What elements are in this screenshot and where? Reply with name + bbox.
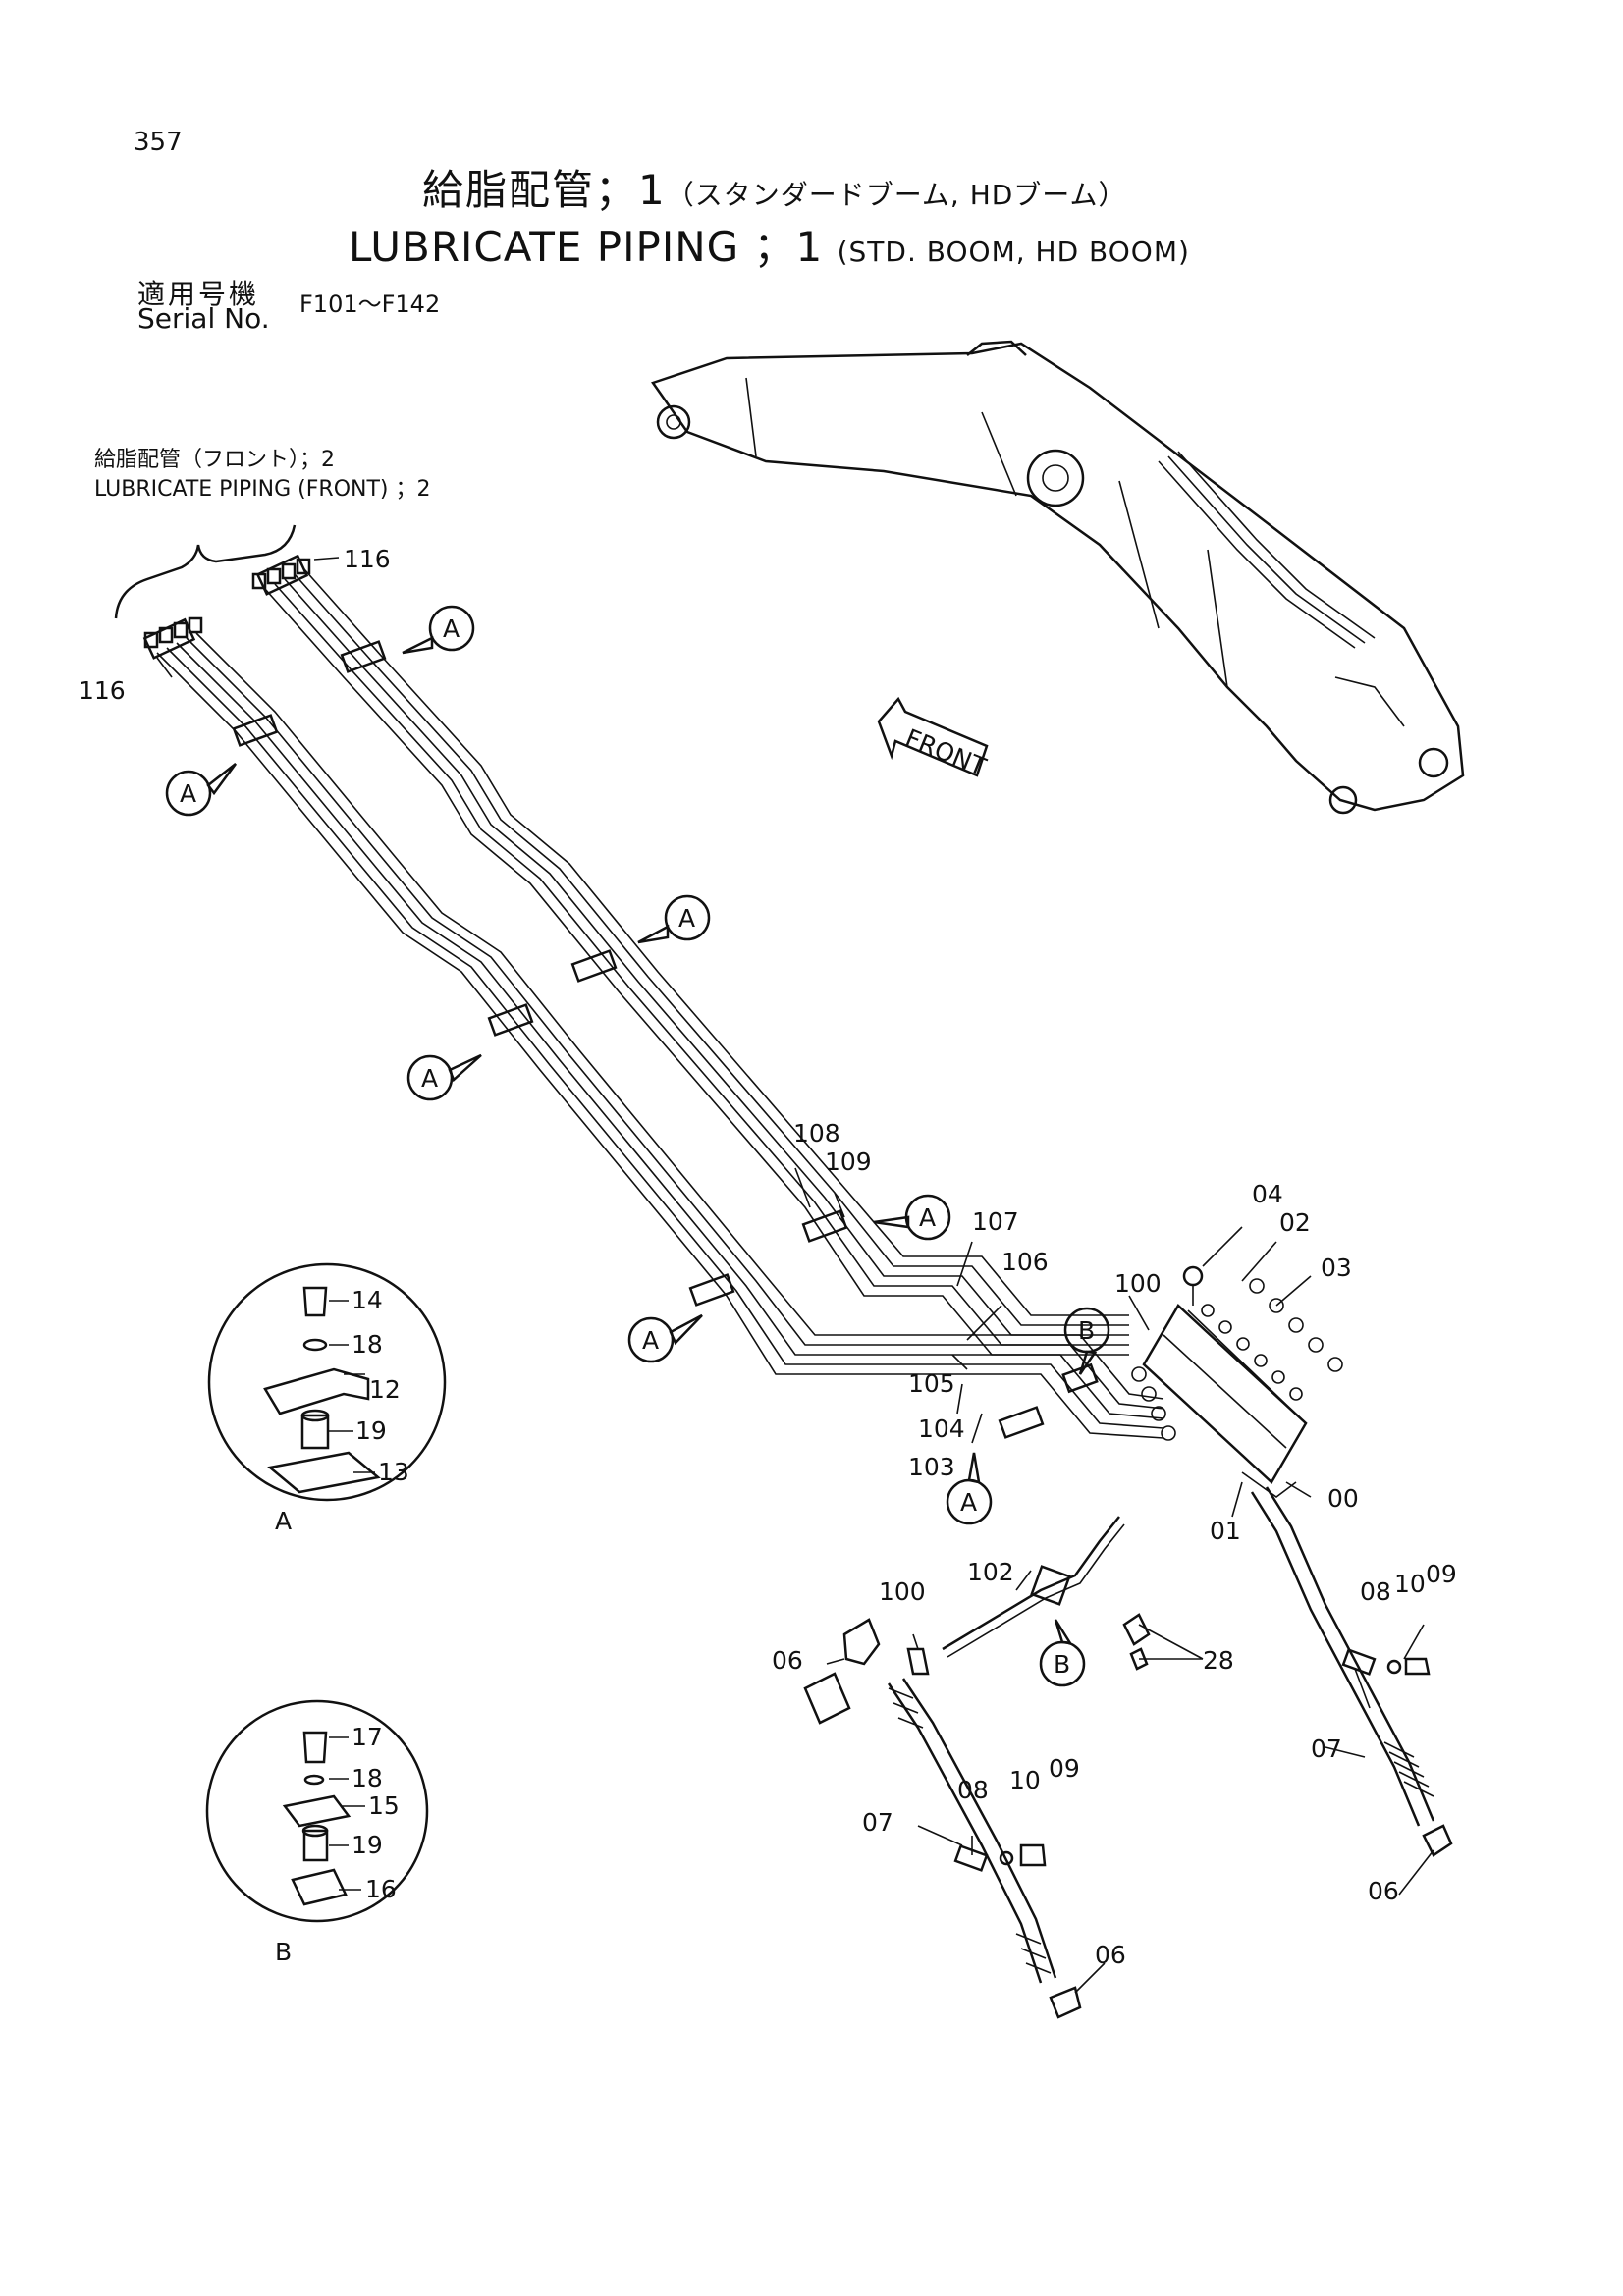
front-direction-arrow: FRONT — [877, 696, 991, 781]
svg-text:B: B — [1054, 1650, 1070, 1679]
callout-b-19: 19 — [352, 1831, 383, 1859]
hose-bundle-left — [142, 617, 1164, 1439]
callout-a-18: 18 — [352, 1330, 383, 1359]
svg-text:A: A — [919, 1203, 936, 1232]
callout-09-left: 09 — [1049, 1754, 1080, 1783]
title-jp-sub: （スタンダードブーム, HDブーム） — [666, 179, 1127, 211]
callout-04: 04 — [1252, 1180, 1283, 1208]
front-piping-note-en: LUBRICATE PIPING (FRONT) ；2 — [94, 477, 431, 502]
callout-105: 105 — [908, 1369, 955, 1398]
callout-01: 01 — [1210, 1517, 1241, 1545]
callout-28: 28 — [1203, 1646, 1234, 1675]
callout-07-left: 07 — [862, 1808, 893, 1837]
svg-text:A: A — [960, 1488, 977, 1517]
callout-07-right: 07 — [1311, 1735, 1342, 1763]
marker-b-2: B — [1039, 1640, 1086, 1687]
hose-07-right — [1250, 1486, 1435, 1827]
pipe-102 — [942, 1516, 1120, 1651]
bundle-clamps — [232, 640, 1099, 1439]
front-arrow-label: FRONT — [901, 723, 991, 781]
marker-a-6: A — [627, 1316, 675, 1363]
callout-a-19: 19 — [355, 1416, 387, 1445]
detail-a — [207, 1262, 447, 1502]
title-en-main: LUBRICATE PIPING ；1 — [349, 223, 824, 271]
callout-labels: 116 116 108 109 107 106 105 104 103 100 … — [79, 545, 1457, 1969]
marker-a-7: A — [946, 1478, 993, 1525]
callout-08-left: 08 — [957, 1776, 989, 1804]
title-en-sub: (STD. BOOM, HD BOOM) — [837, 236, 1190, 268]
callout-103: 103 — [908, 1453, 955, 1481]
svg-text:A: A — [678, 904, 695, 933]
marker-pointers — [206, 635, 1098, 1645]
callout-06-left: 06 — [772, 1646, 803, 1675]
callout-08-right: 08 — [1360, 1577, 1391, 1606]
callout-00: 00 — [1327, 1484, 1359, 1513]
marker-a-2: A — [165, 770, 212, 817]
callout-b-15: 15 — [368, 1791, 400, 1820]
callout-a-13: 13 — [378, 1458, 409, 1486]
callout-06-right: 06 — [1368, 1877, 1399, 1905]
detail-a-label: A — [275, 1507, 292, 1535]
callout-06-bottom: 06 — [1095, 1941, 1126, 1969]
marker-a-5: A — [904, 1194, 951, 1241]
distribution-block — [1131, 1265, 1343, 1498]
marker-a-1: A — [428, 605, 475, 652]
callout-02: 02 — [1279, 1208, 1311, 1237]
callout-a-14: 14 — [352, 1286, 383, 1314]
callout-10-right: 10 — [1394, 1570, 1426, 1598]
detail-b — [205, 1699, 429, 1923]
callout-b-16: 16 — [365, 1875, 397, 1903]
detail-b-label: B — [275, 1938, 292, 1966]
svg-text:A: A — [180, 779, 196, 808]
marker-a-3: A — [664, 894, 711, 941]
hose-end-fittings — [143, 558, 311, 649]
callout-108: 108 — [793, 1119, 840, 1148]
callout-106: 106 — [1001, 1248, 1049, 1276]
page-number: 357 — [134, 128, 183, 157]
callout-102: 102 — [967, 1558, 1014, 1586]
svg-text:A: A — [443, 614, 460, 643]
callout-116-left: 116 — [79, 676, 126, 705]
callout-b-17: 17 — [352, 1723, 383, 1751]
title-jp-main: 給脂配管；1 — [422, 166, 667, 214]
title-english: LUBRICATE PIPING ；1 (STD. BOOM, HD BOOM) — [349, 214, 1190, 274]
boom-drawing — [651, 340, 1465, 815]
svg-text:A: A — [642, 1326, 659, 1355]
callout-03: 03 — [1321, 1254, 1352, 1282]
leader-lines — [156, 557, 1434, 1994]
serial-range: F101～F142 — [299, 291, 441, 318]
callout-a-12: 12 — [369, 1375, 401, 1404]
front-bundle-brace — [114, 524, 297, 619]
callout-09-right: 09 — [1426, 1560, 1457, 1588]
title-japanese: 給脂配管；1（スタンダードブーム, HDブーム） — [422, 157, 1126, 217]
serial-label-en: Serial No. — [137, 302, 270, 335]
callout-116-top: 116 — [344, 545, 391, 573]
svg-text:A: A — [421, 1064, 438, 1093]
front-piping-note-jp: 給脂配管（フロント）；2 — [94, 448, 335, 472]
callout-109: 109 — [825, 1148, 872, 1176]
callout-10-left: 10 — [1009, 1766, 1041, 1794]
callout-104: 104 — [918, 1415, 965, 1443]
hose-07-left — [887, 1678, 1057, 1984]
callout-100-lower: 100 — [879, 1577, 926, 1606]
fittings-06 — [803, 1613, 1453, 2019]
serial-label-jp: 適用号機 — [137, 278, 260, 310]
hose-bundle-right — [255, 554, 1129, 1356]
svg-text:B: B — [1078, 1316, 1095, 1345]
marker-a-4: A — [406, 1054, 454, 1101]
callout-b-18: 18 — [352, 1764, 383, 1792]
callout-107: 107 — [972, 1207, 1019, 1236]
callout-100-upper: 100 — [1114, 1269, 1162, 1298]
